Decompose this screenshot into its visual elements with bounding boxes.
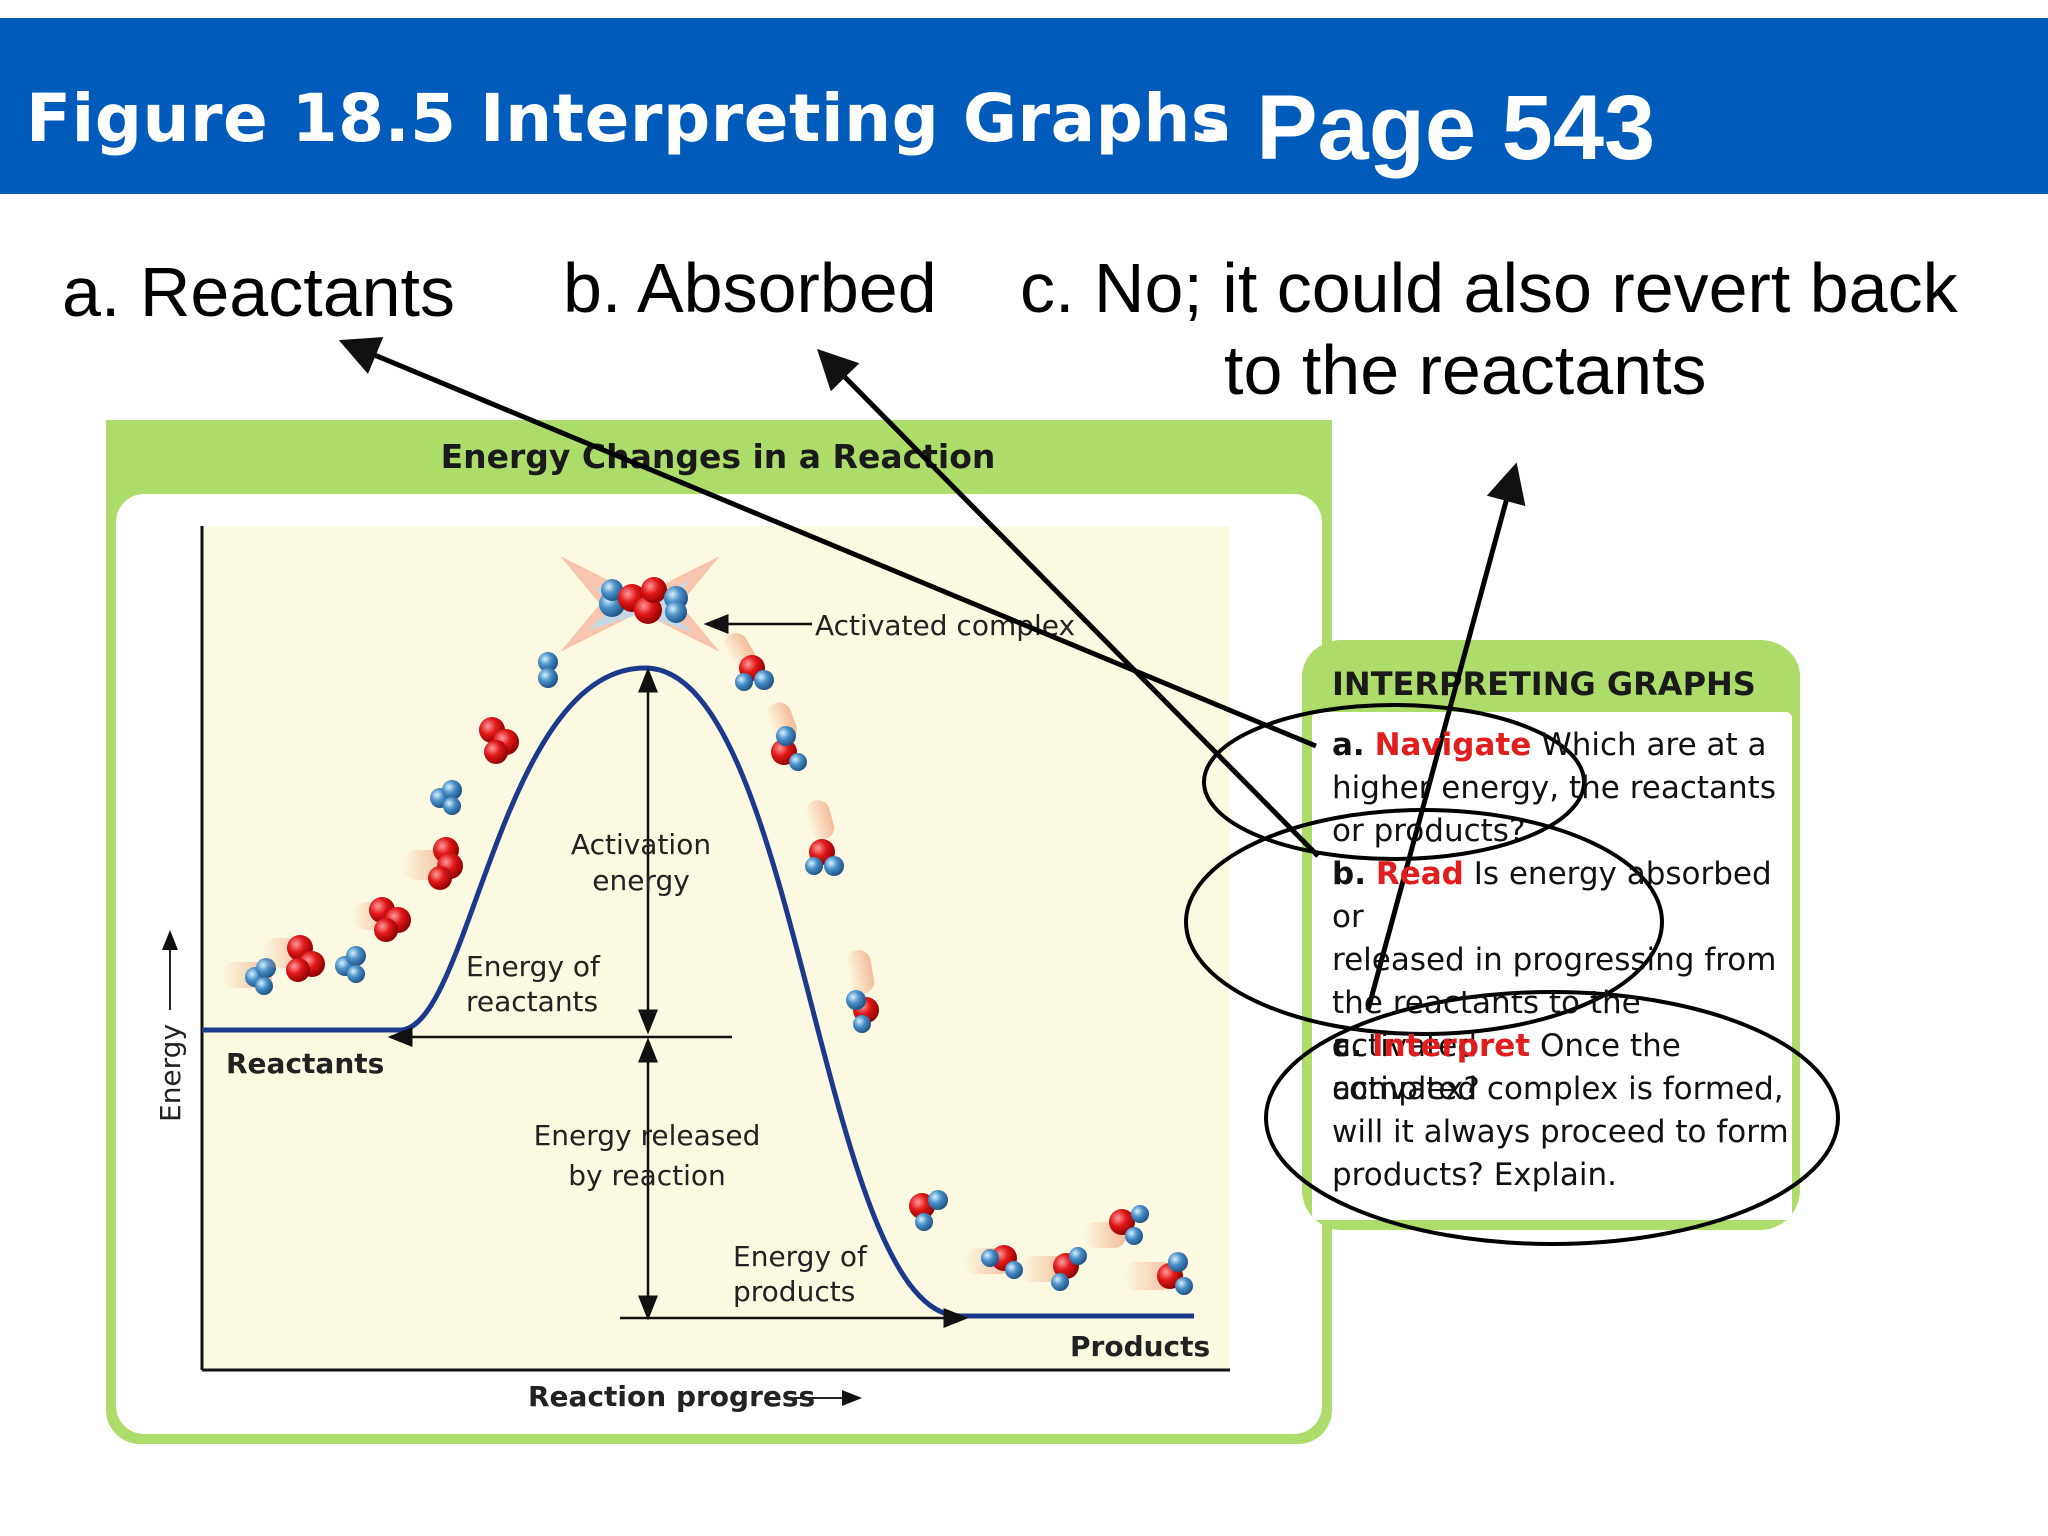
molecules xyxy=(222,556,1193,1295)
x-axis-label: Reaction progress xyxy=(528,1380,815,1413)
activation-energy-label-1: Activation xyxy=(571,828,711,861)
interpreting-graphs-title: INTERPRETING GRAPHS xyxy=(1332,665,1756,703)
y-axis-label: Energy xyxy=(154,1024,187,1122)
energy-of-products-label-1: Energy of xyxy=(733,1240,868,1273)
question-b: b. Read Is energy absorbed or released i… xyxy=(1332,856,1777,1107)
arrow-to-answer-c xyxy=(1365,462,1526,1011)
header-page-ref: - Page 543 xyxy=(1200,77,1656,179)
answer-c-line2: to the reactants xyxy=(1224,331,1707,409)
figure-title: Energy Changes in a Reaction xyxy=(441,437,996,476)
energy-of-products-label-2: products xyxy=(733,1275,855,1308)
products-label: Products xyxy=(1070,1330,1210,1363)
header-bar: Figure 18.5 Interpreting Graphs - Page 5… xyxy=(0,18,2048,194)
molecule-product-1 xyxy=(909,1190,948,1231)
ellipse-question-a xyxy=(1202,703,1586,861)
arrow-to-answer-b xyxy=(816,348,1320,858)
energy-released-label-1: Energy released xyxy=(534,1119,761,1152)
molecule-falling-3 xyxy=(805,800,844,876)
plot-area xyxy=(202,526,1230,1370)
molecule-rising-7 xyxy=(479,717,519,764)
answer-c-line1: c. No; it could also revert back xyxy=(1020,249,1958,327)
molecule-reactant-4 xyxy=(352,897,411,942)
activated-complex-molecule xyxy=(560,556,720,652)
molecule-rising-6 xyxy=(430,780,462,815)
molecule-product-4 xyxy=(1084,1205,1149,1248)
header-title: Figure 18.5 Interpreting Graphs xyxy=(26,80,1231,157)
reactants-label: Reactants xyxy=(226,1047,384,1080)
molecule-product-3 xyxy=(1020,1247,1087,1291)
molecule-falling-2 xyxy=(767,702,807,771)
energy-of-reactants-label-1: Energy of xyxy=(466,950,601,983)
figure-panel: Energy Changes in a Reaction Energy Reac… xyxy=(106,420,1332,1444)
answer-a: a. Reactants xyxy=(62,253,455,331)
molecule-reactant-2 xyxy=(262,935,325,982)
interpreting-graphs-box: INTERPRETING GRAPHS xyxy=(1302,640,1800,1230)
answer-b: b. Absorbed xyxy=(563,249,937,327)
activation-energy-label-2: energy xyxy=(592,864,690,897)
molecule-product-2 xyxy=(964,1245,1023,1279)
molecule-rising-8 xyxy=(538,652,558,688)
molecule-falling-1 xyxy=(724,633,774,691)
molecule-falling-4 xyxy=(846,950,879,1033)
question-a: a. Navigate Which are at a higher energy… xyxy=(1332,727,1776,849)
energy-released-label-2: by reaction xyxy=(568,1159,726,1192)
activated-complex-label: Activated complex xyxy=(815,609,1075,642)
arrow-to-answer-a xyxy=(338,337,1317,749)
ellipse-question-c xyxy=(1264,990,1840,1246)
molecule-rising-5 xyxy=(402,837,463,890)
energy-curve xyxy=(202,665,1194,1319)
molecule-reactant-3 xyxy=(335,946,366,983)
question-c: c. Interpret Once the activated complex … xyxy=(1332,1028,1789,1193)
molecule-reactant-1 xyxy=(222,958,276,995)
molecule-product-5 xyxy=(1124,1252,1193,1295)
energy-of-reactants-label-2: reactants xyxy=(466,985,598,1018)
